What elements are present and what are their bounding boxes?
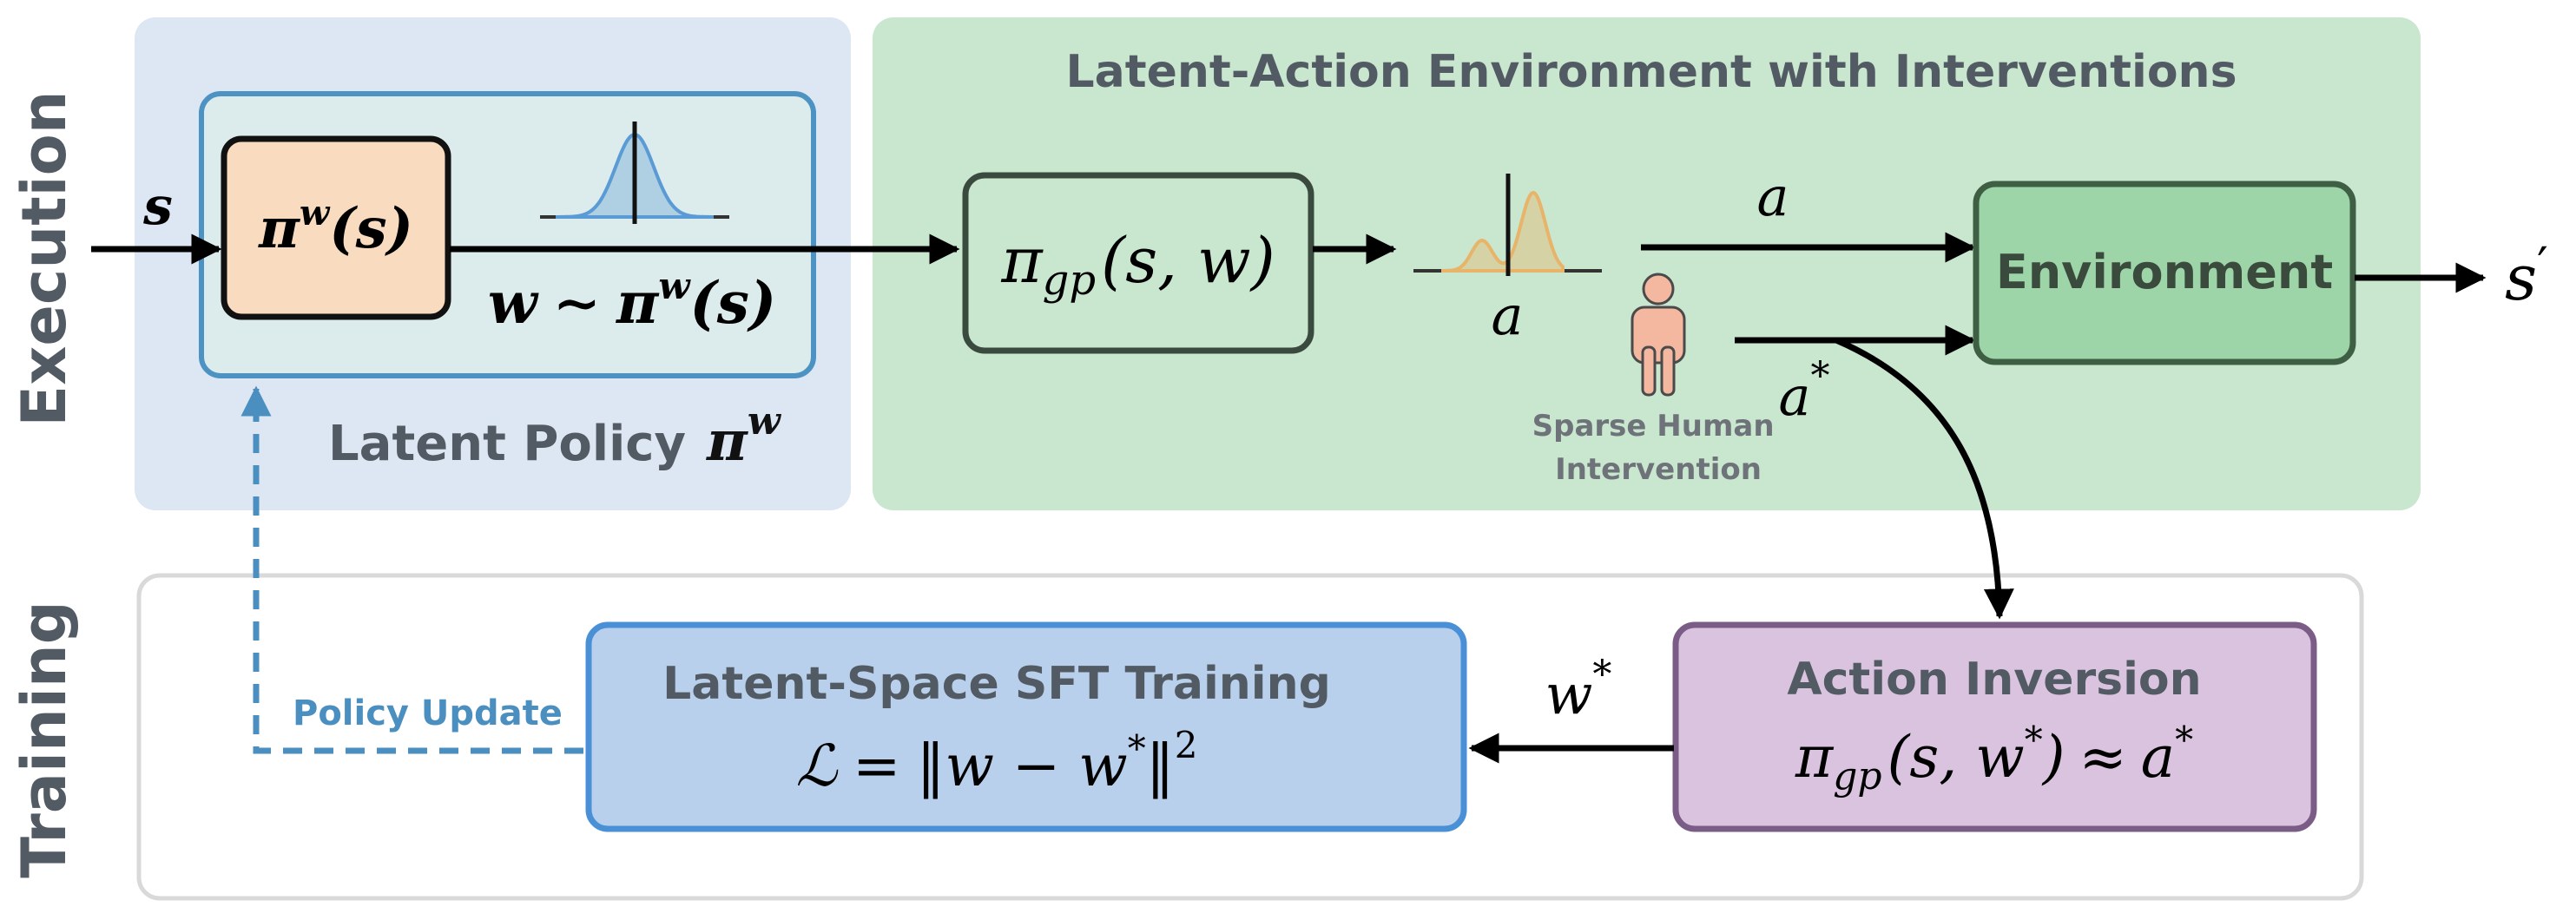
sft-loss-equation: ℒ=‖w − w*‖2 bbox=[796, 724, 1198, 799]
environment-box bbox=[1973, 181, 2356, 365]
latent-sample-label: w∼πw(s) bbox=[488, 265, 776, 337]
action-label: a bbox=[1757, 165, 1789, 228]
row-label-execution: Execution bbox=[9, 90, 80, 426]
gp-policy-box bbox=[962, 172, 1314, 354]
intervention-action-label: a* bbox=[1779, 354, 1830, 428]
sft-training-box bbox=[585, 621, 1467, 832]
environment-box-label: Environment bbox=[1996, 245, 2333, 299]
action-inversion-title: Action Inversion bbox=[1787, 654, 2201, 706]
execution-environment-panel bbox=[873, 17, 2421, 510]
action-inversion-equation: πgp(s, w*)≈a* bbox=[1795, 719, 2193, 798]
human-intervention-label: Sparse Human Intervention bbox=[1532, 409, 1785, 487]
intervention-to-inversion-arrow bbox=[1835, 337, 2014, 620]
row-label-training: Training bbox=[9, 601, 80, 878]
next-state-label: s′ bbox=[2505, 238, 2548, 314]
action-distribution-plot bbox=[1413, 174, 1602, 276]
action-inversion-box bbox=[1672, 621, 2317, 832]
policy-box-label: πw(s) bbox=[258, 193, 413, 261]
gp-policy-label: πgp(s, w) bbox=[1000, 224, 1275, 305]
environment-panel-title: Latent-Action Environment with Intervent… bbox=[1065, 46, 2237, 98]
action-distribution-label: a bbox=[1492, 284, 1524, 347]
policy-update-label: Policy Update bbox=[293, 693, 563, 733]
human-icon bbox=[1631, 273, 1686, 397]
sft-training-title: Latent-Space SFT Training bbox=[662, 658, 1331, 710]
policy-update-arrow bbox=[240, 385, 583, 754]
w-star-label: w* bbox=[1545, 653, 1612, 727]
input-state-label: s bbox=[142, 176, 173, 237]
latent-distribution-plot bbox=[540, 122, 729, 224]
policy-box bbox=[221, 135, 451, 320]
